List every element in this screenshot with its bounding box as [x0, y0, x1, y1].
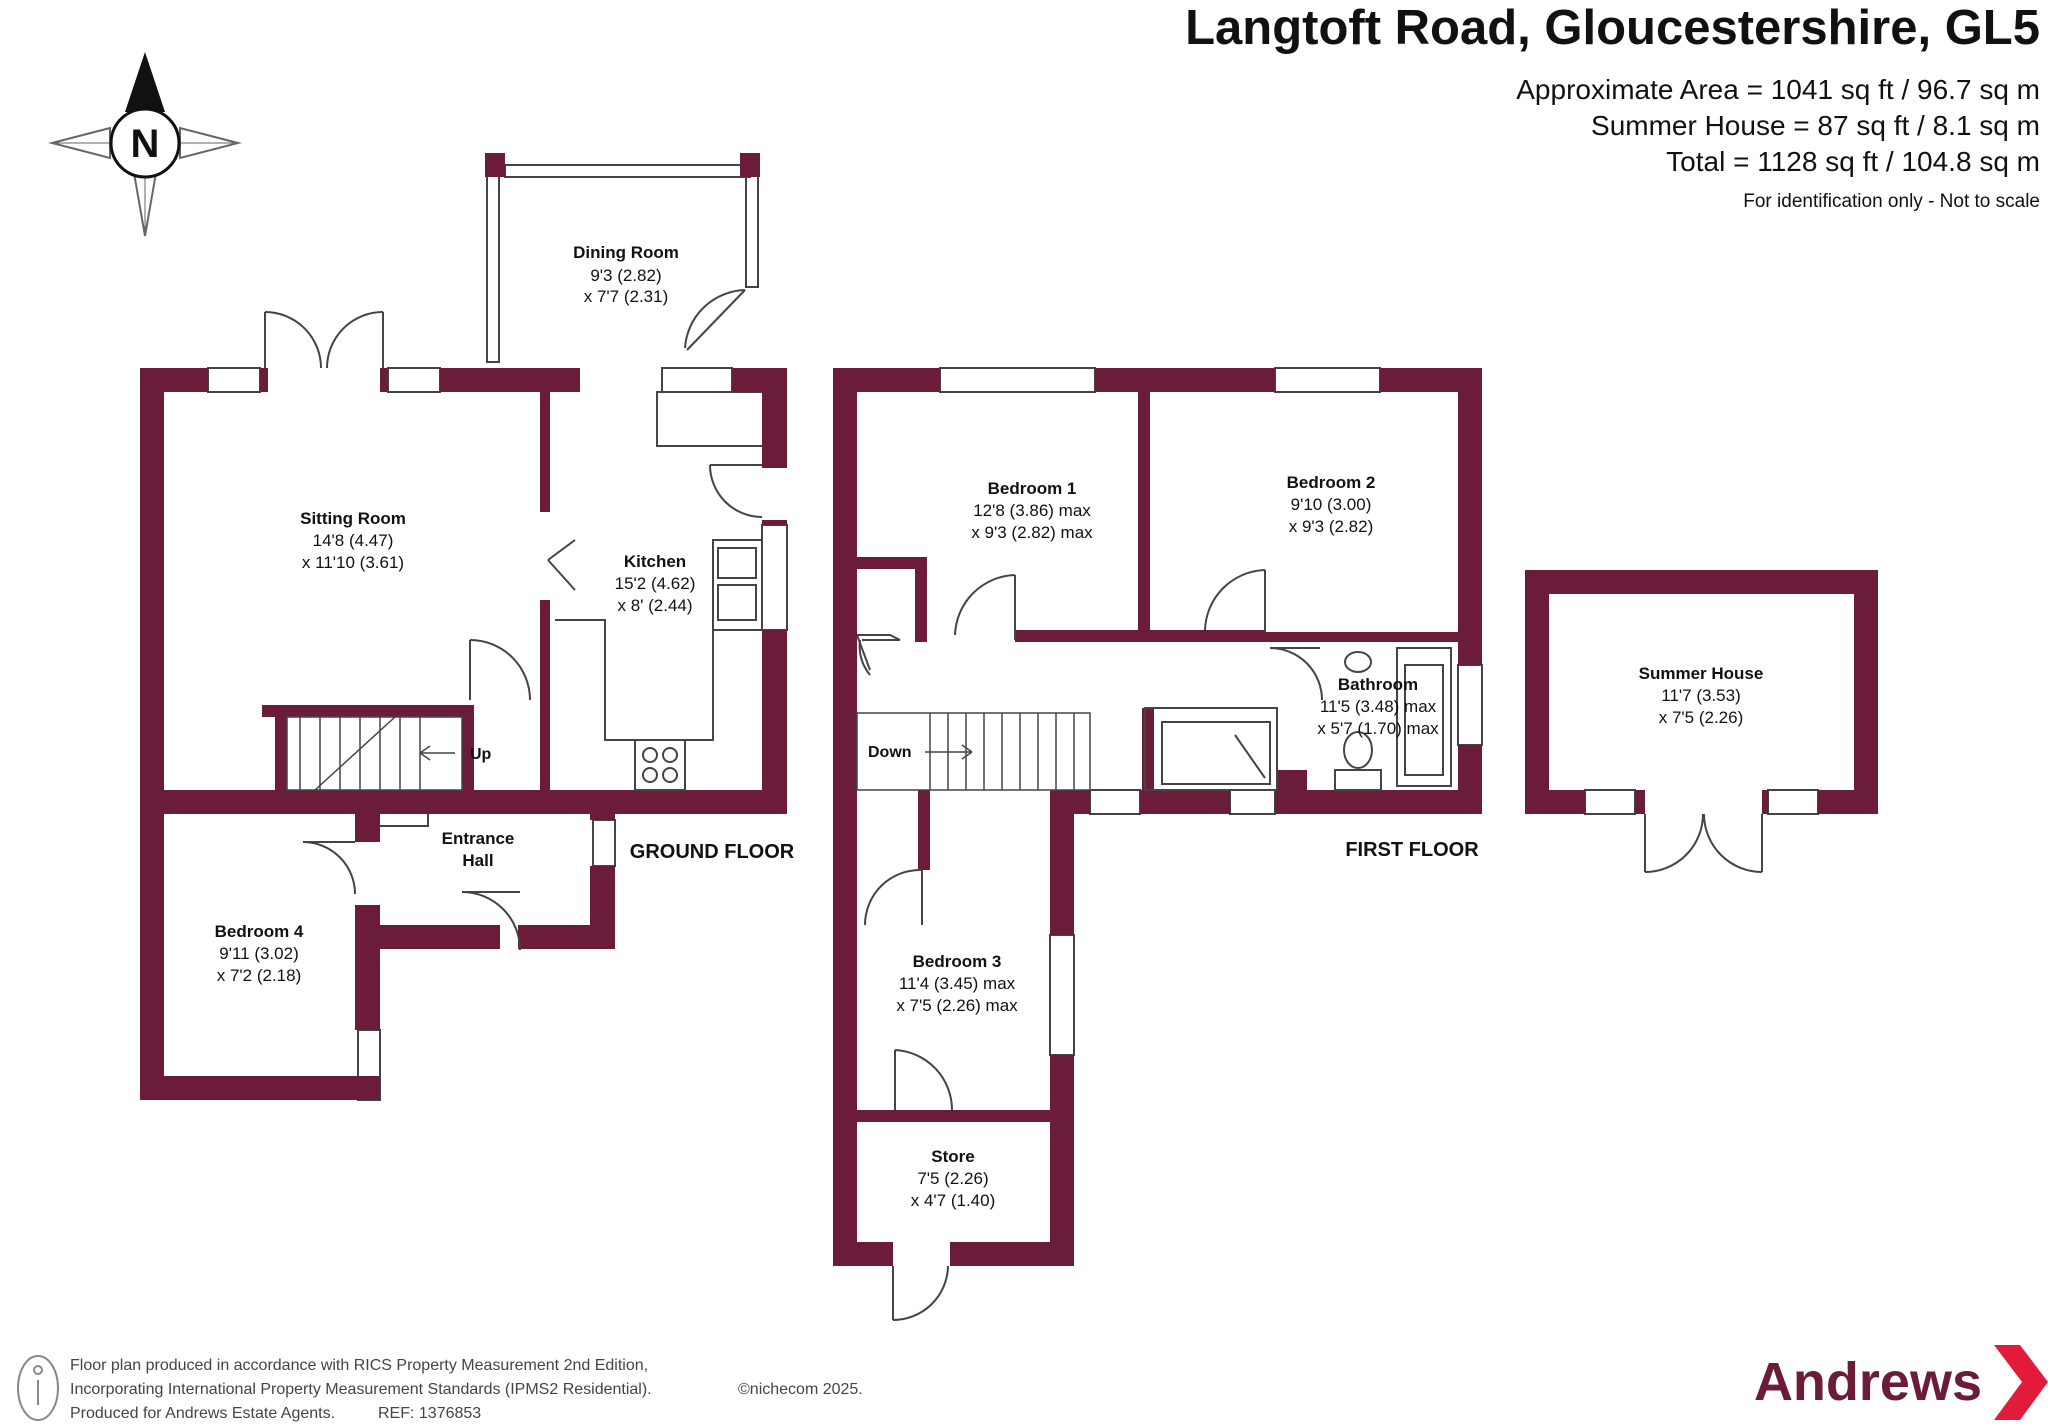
entrance-hall-name1: Entrance [442, 829, 515, 848]
kitchen-units [555, 539, 763, 791]
bathroom-name: Bathroom [1338, 675, 1418, 694]
bedroom4-dim1: 9'11 (3.02) [219, 944, 298, 963]
bedroom2-dim2: x 9'3 (2.82) [1289, 517, 1374, 536]
brand-logo: Andrews [1754, 1352, 1982, 1412]
footer-ref: REF: 1376853 [378, 1405, 481, 1422]
sitting-room-dim1: 14'8 (4.47) [313, 531, 394, 550]
compass-rose-icon: N [48, 52, 242, 237]
ground-floor-walls [140, 153, 787, 1100]
store-dim2: x 4'7 (1.40) [911, 1191, 996, 1210]
footer-line3: Produced for Andrews Estate Agents. [70, 1405, 335, 1422]
kitchen-dim2: x 8' (2.44) [617, 596, 692, 615]
chevron-right-icon [1994, 1345, 2048, 1420]
summer-house-name: Summer House [1639, 664, 1764, 683]
first-floor-doors [856, 569, 1323, 1321]
stairs-ground [286, 716, 463, 791]
bathroom-dim1: 11'5 (3.48) max [1320, 697, 1437, 716]
summer-house-dim1: 11'7 (3.53) [1661, 686, 1740, 705]
ground-floor-label: GROUND FLOOR [630, 841, 795, 863]
compass-north-label: N [131, 122, 160, 166]
bathroom-fittings [1144, 647, 1452, 791]
store-name: Store [931, 1147, 974, 1166]
bedroom3-dim1: 11'4 (3.45) max [899, 974, 1016, 993]
dining-room-name: Dining Room [573, 243, 679, 262]
bedroom1-dim1: 12'8 (3.86) max [973, 501, 1091, 520]
bedroom4-dim2: x 7'2 (2.18) [217, 966, 302, 985]
bedroom1-dim2: x 9'3 (2.82) max [971, 523, 1093, 542]
disclaimer: For identification only - Not to scale [1743, 191, 2040, 212]
total-area: Total = 1128 sq ft / 104.8 sq m [1666, 146, 2040, 177]
first-floor-label: FIRST FLOOR [1345, 839, 1479, 861]
bedroom2-dim1: 9'10 (3.00) [1291, 495, 1372, 514]
dining-room-dim1: 9'3 (2.82) [590, 266, 661, 285]
stairs-down-label: Down [868, 744, 912, 761]
sitting-room-name: Sitting Room [300, 509, 406, 528]
bedroom1-name: Bedroom 1 [988, 479, 1077, 498]
person-silhouette-icon [17, 1355, 59, 1421]
bedroom3-dim2: x 7'5 (2.26) max [896, 996, 1018, 1015]
dining-room-dim2: x 7'7 (2.31) [584, 287, 669, 306]
first-floor-plan: Bedroom 1 12'8 (3.86) max x 9'3 (2.82) m… [833, 367, 1483, 1321]
bedroom4-name: Bedroom 4 [215, 922, 304, 941]
kitchen-name: Kitchen [624, 552, 686, 571]
page-title: Langtoft Road, Gloucestershire, GL5 [1185, 1, 2040, 55]
approx-area: Approximate Area = 1041 sq ft / 96.7 sq … [1516, 74, 2040, 105]
stairs-first [856, 712, 1091, 791]
footer-line1: Floor plan produced in accordance with R… [70, 1357, 648, 1374]
bedroom3-name: Bedroom 3 [913, 952, 1002, 971]
ground-floor-plan: Dining Room 9'3 (2.82) x 7'7 (2.31) Sitt… [140, 153, 795, 1101]
bathroom-dim2: x 5'7 (1.70) max [1317, 719, 1439, 738]
store-dim1: 7'5 (2.26) [917, 1169, 988, 1188]
summer-house-plan: Summer House 11'7 (3.53) x 7'5 (2.26) [1525, 570, 1878, 873]
summer-house-area: Summer House = 87 sq ft / 8.1 sq m [1591, 110, 2040, 141]
kitchen-dim1: 15'2 (4.62) [615, 574, 696, 593]
bedroom2-name: Bedroom 2 [1287, 473, 1376, 492]
ground-floor-doors [264, 289, 763, 951]
footer-line2: Incorporating International Property Mea… [70, 1381, 652, 1398]
sitting-room-dim2: x 11'10 (3.61) [302, 553, 404, 572]
stairs-up-label: Up [470, 746, 492, 763]
footer-copyright: ©nichecom 2025. [738, 1381, 863, 1398]
entrance-hall-name2: Hall [462, 851, 493, 870]
first-floor-walls [833, 368, 1482, 1266]
summer-house-dim2: x 7'5 (2.26) [1659, 708, 1744, 727]
